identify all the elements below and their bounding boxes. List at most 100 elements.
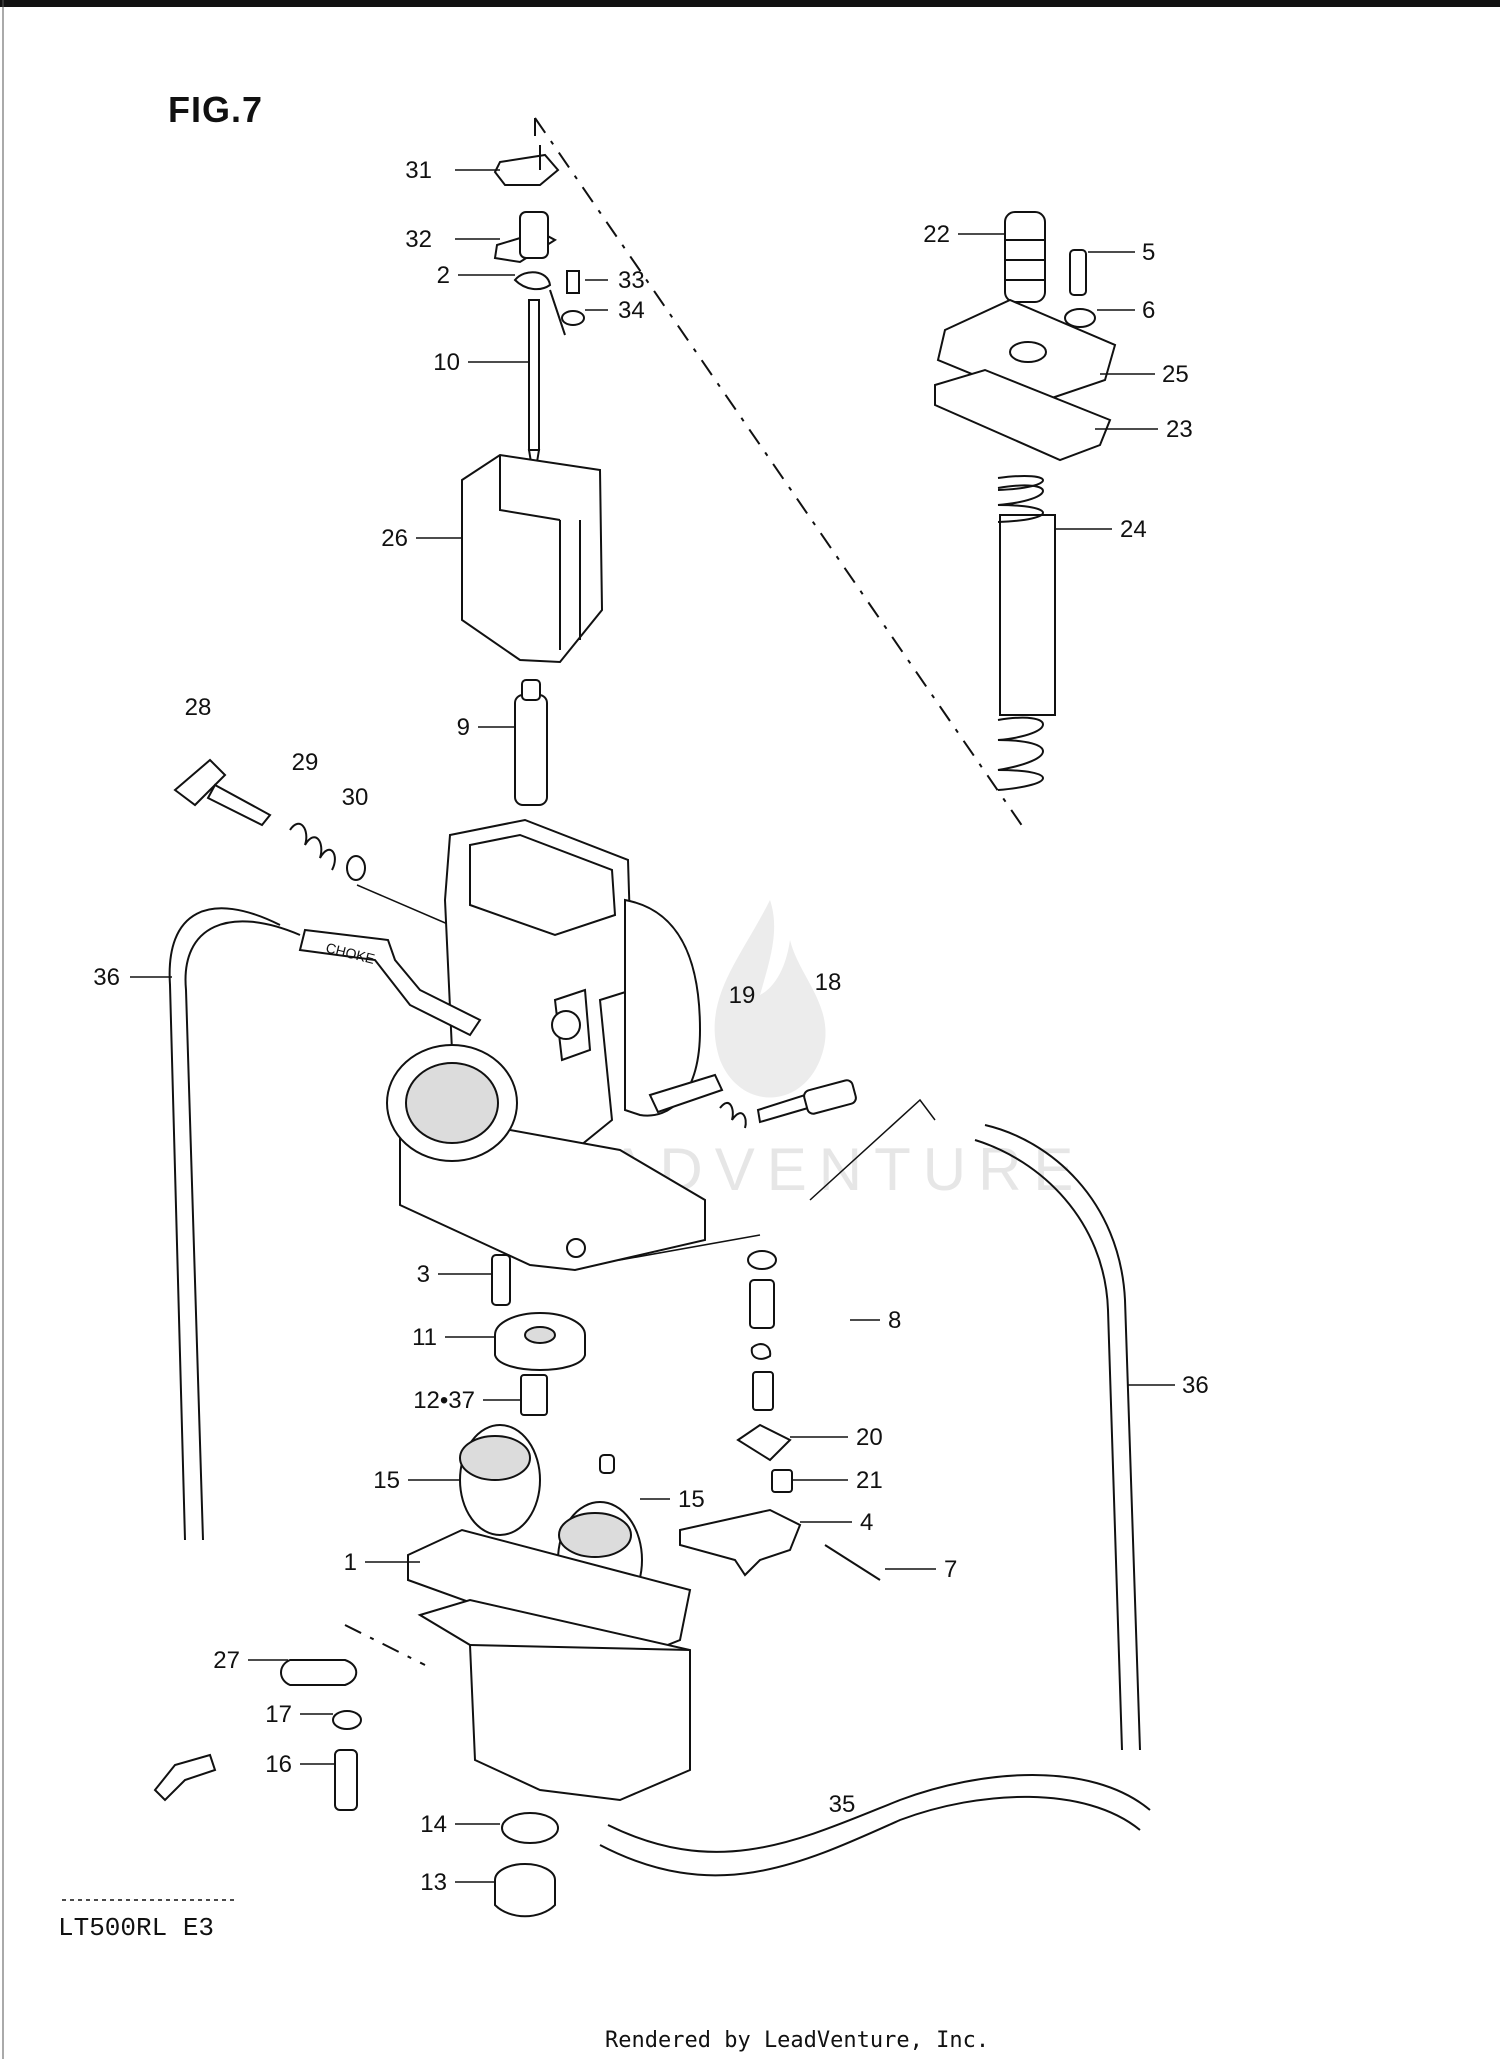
- callout-number: 4: [860, 1509, 873, 1536]
- part-12-main-jet: [520, 1374, 548, 1416]
- callout-29: 29: [292, 749, 319, 776]
- callout-31: 31: [405, 157, 500, 184]
- part-30-o-ring: [346, 855, 366, 881]
- top-border: [0, 0, 1500, 7]
- model-label: LT500RL E3: [58, 1913, 214, 1943]
- part-10-jet-needle: [527, 299, 541, 481]
- callout-number: 32: [405, 226, 432, 253]
- callout-15: 15: [373, 1467, 460, 1494]
- callout-10: 10: [433, 349, 528, 376]
- callout-number: 36: [1182, 1372, 1209, 1399]
- callout-number: 22: [923, 221, 950, 248]
- callout-14: 14: [420, 1811, 500, 1838]
- callout-number: 8: [888, 1307, 901, 1334]
- callout-number: 24: [1120, 516, 1147, 543]
- callout-25: 25: [1100, 361, 1189, 388]
- callout-6: 6: [1097, 297, 1155, 324]
- part-32-needle-holder: [493, 211, 557, 264]
- callout-4: 4: [800, 1509, 873, 1536]
- callout-number: 13: [420, 1869, 447, 1896]
- part-8-needle-valve-assembly: [747, 1250, 777, 1411]
- guide-line-jet: [356, 884, 451, 926]
- callout-number: 34: [618, 297, 645, 324]
- callout-number: 2: [437, 262, 450, 289]
- callout-number: 33: [618, 267, 645, 294]
- callout-32: 32: [405, 226, 500, 253]
- part-31-cable-cap: [493, 145, 560, 186]
- part-35-drain-hose: [607, 1774, 1151, 1853]
- part-14-o-ring: [501, 1812, 559, 1844]
- carburetor-body: [386, 818, 724, 1272]
- part-24-spring-tube: [997, 474, 1056, 791]
- callout-number: 10: [433, 349, 460, 376]
- callout-number: 19: [729, 982, 756, 1009]
- part-21-screw: [771, 1469, 793, 1493]
- callout-20: 20: [790, 1424, 883, 1451]
- float-bowl: [417, 1598, 691, 1802]
- callout-24: 24: [1055, 516, 1147, 543]
- part-9-needle-jet: [514, 679, 548, 806]
- callout-7: 7: [885, 1556, 957, 1583]
- callout-8: 8: [850, 1307, 901, 1334]
- part-26-throttle-slide: [461, 453, 604, 664]
- callout-number: 11: [412, 1324, 437, 1351]
- part-29-spring: [289, 822, 336, 871]
- part-7-pin: [824, 1544, 881, 1581]
- callout-number: 3: [417, 1261, 430, 1288]
- callout-36: 36: [1128, 1372, 1209, 1399]
- callout-26: 26: [381, 525, 462, 552]
- part-20-clip: [736, 1423, 792, 1462]
- callout-number: 12•37: [413, 1387, 475, 1414]
- callout-11: 11: [412, 1324, 495, 1351]
- callout-number: 31: [405, 157, 432, 184]
- part-19-spring: [719, 1102, 747, 1129]
- part-27-bracket: [280, 1659, 358, 1686]
- part-3-screw: [491, 1254, 511, 1306]
- callout-5: 5: [1088, 239, 1155, 266]
- callout-17: 17: [265, 1701, 333, 1728]
- part-float-pin-cap: [599, 1454, 615, 1474]
- callout-number: 29: [292, 749, 319, 776]
- part-22-top-cap: [1004, 211, 1046, 303]
- callout-22: 22: [923, 221, 1005, 248]
- callout-27: 27: [213, 1647, 288, 1674]
- part-36-vent-hose-right-edge: [974, 1139, 1123, 1751]
- part-35-drain-hose-edge: [599, 1795, 1141, 1877]
- fwd-arrow-icon: FWD: [153, 1753, 217, 1802]
- callout-23: 23: [1095, 416, 1193, 443]
- callout-number: 27: [213, 1647, 240, 1674]
- callout-number: 26: [381, 525, 408, 552]
- part-1-bowl-gasket: [407, 1528, 692, 1662]
- part-13-drain-plug: [494, 1863, 556, 1918]
- callout-number: 35: [829, 1791, 856, 1818]
- part-15-float-left: [459, 1424, 541, 1536]
- part-36-vent-hose-left-edge: [184, 920, 301, 1541]
- callout-15: 15: [640, 1486, 705, 1513]
- guide-line-pilot: [809, 1098, 936, 1201]
- callout-number: 6: [1142, 297, 1155, 324]
- callout-number: 15: [678, 1486, 705, 1513]
- flame-logo-icon: [714, 900, 826, 1098]
- callout-number: 21: [856, 1467, 883, 1494]
- part-23-gasket: [934, 368, 1112, 462]
- callout-21: 21: [792, 1467, 883, 1494]
- guide-line-slide: [534, 117, 1026, 831]
- callout-number: 28: [185, 694, 212, 721]
- part-11-jet-holder: [494, 1312, 586, 1371]
- callout-30: 30: [342, 784, 369, 811]
- part-28-adjuster-screw: [173, 758, 272, 827]
- callout-number: 1: [344, 1549, 357, 1576]
- callout-1: 1: [344, 1549, 420, 1576]
- callout-number: 18: [815, 969, 842, 996]
- part-36-vent-hose-right: [984, 1124, 1141, 1751]
- callout-33: 33: [585, 267, 645, 294]
- callout-number: 30: [342, 784, 369, 811]
- callout-19: 19: [729, 982, 756, 1009]
- callout-number: 9: [457, 714, 470, 741]
- part-17-washer: [332, 1710, 362, 1730]
- callout-number: 36: [93, 964, 120, 991]
- callout-number: 15: [373, 1467, 400, 1494]
- callout-18: 18: [815, 969, 842, 996]
- callout-12-37: 12•37: [413, 1387, 521, 1414]
